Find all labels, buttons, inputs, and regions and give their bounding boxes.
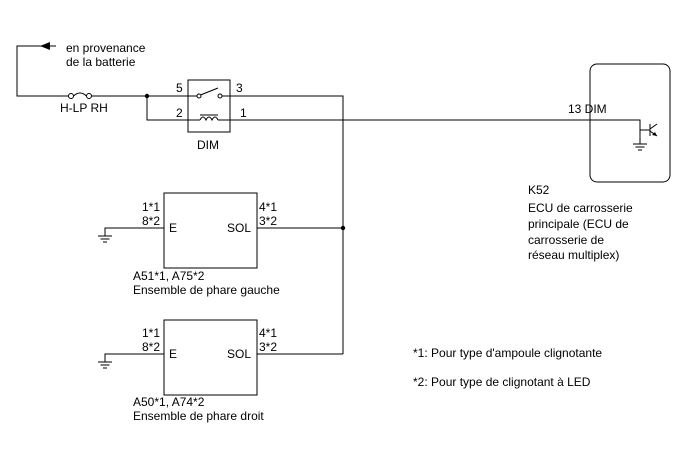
ecu-desc-line4: réseau multiplex) (528, 248, 619, 262)
right-pin-sol1: 4*1 (259, 326, 277, 340)
right-e-label: E (169, 347, 177, 361)
right-pin-sol2: 3*2 (259, 340, 277, 354)
relay-pin-3: 3 (236, 81, 243, 95)
battery-label-line1: en provenance (66, 41, 146, 55)
wire-relay-coil-feed (146, 96, 188, 121)
ecu-pin-label: 13 DIM (568, 102, 607, 116)
ground-icon (98, 361, 112, 369)
ground-icon (98, 235, 112, 243)
right-pin-e1: 1*1 (142, 326, 160, 340)
wire-relay-sol (230, 95, 344, 354)
ecu-desc-line3: carrosserie de (528, 233, 604, 247)
ecu-code: K52 (528, 183, 550, 197)
left-pin-e2: 8*2 (142, 214, 160, 228)
fuse-label: H-LP RH (60, 101, 108, 115)
relay-name: DIM (197, 138, 219, 152)
left-sol-label: SOL (227, 221, 251, 235)
relay-pin-1: 1 (240, 106, 247, 120)
note-1: *1: Pour type d'ampoule clignotante (413, 346, 602, 360)
ecu-desc-line1: ECU de carrosserie (528, 201, 633, 215)
left-code: A51*1, A75*2 (133, 269, 205, 283)
ecu-desc-line2: principale (ECU de (528, 217, 629, 231)
relay-pin-2: 2 (176, 106, 183, 120)
left-pin-sol2: 3*2 (259, 214, 277, 228)
battery-label-line2: de la batterie (66, 55, 136, 69)
wire-right-ground (104, 353, 164, 362)
left-pin-e1: 1*1 (142, 200, 160, 214)
right-code: A50*1, A74*2 (133, 395, 205, 409)
relay-dim (187, 79, 231, 133)
left-pin-sol1: 4*1 (259, 200, 277, 214)
junction-dot (340, 225, 346, 231)
wire-left-ground (104, 227, 164, 236)
left-e-label: E (169, 221, 177, 235)
battery-feed (16, 42, 68, 97)
right-name: Ensemble de phare droit (133, 409, 264, 423)
relay-pin-5: 5 (176, 81, 183, 95)
note-2: *2: Pour type de clignotant à LED (413, 375, 591, 389)
ecu-box (589, 63, 671, 183)
transistor-icon (590, 119, 658, 151)
arrow-left-icon (40, 42, 50, 50)
fuse-icon (68, 92, 92, 99)
headlamp-left-box (163, 192, 258, 269)
headlamp-right-box (163, 319, 258, 396)
right-sol-label: SOL (227, 347, 251, 361)
right-pin-e2: 8*2 (142, 340, 160, 354)
left-name: Ensemble de phare gauche (133, 283, 280, 297)
